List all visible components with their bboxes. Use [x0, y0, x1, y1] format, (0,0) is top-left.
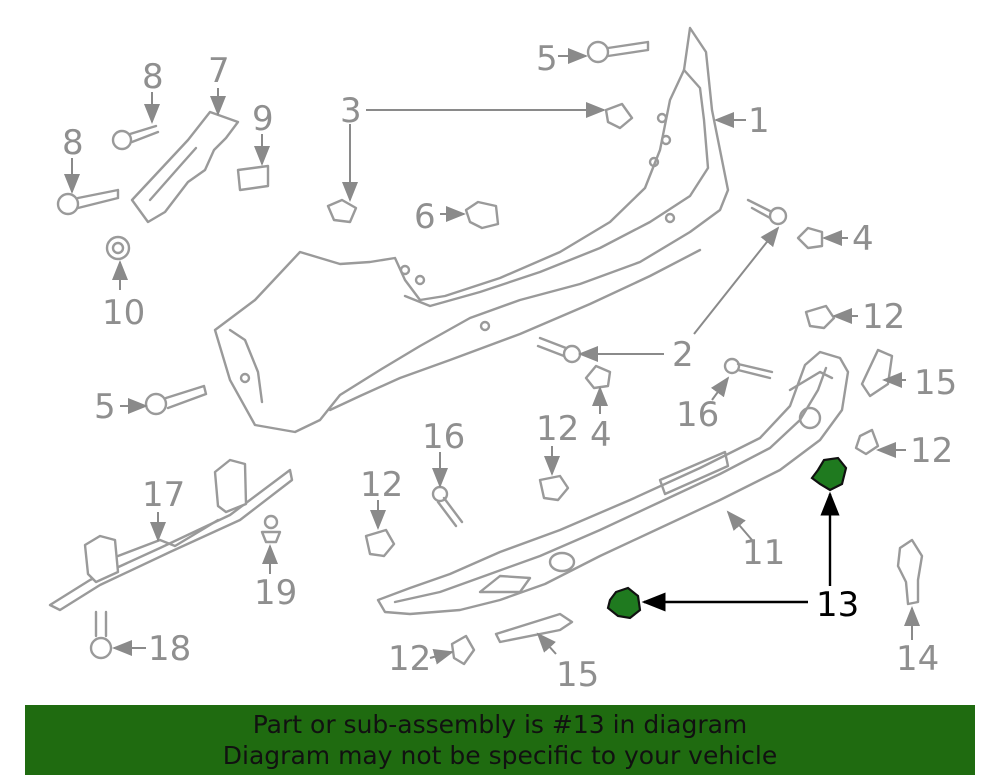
leader-lines-13 — [641, 491, 840, 612]
callout-12: 12 — [360, 465, 403, 505]
fasteners — [56, 40, 924, 666]
bumper-cover-part — [213, 26, 730, 434]
callout-14: 14 — [896, 639, 939, 679]
callout-5: 5 — [94, 387, 116, 427]
leader-lines — [64, 48, 920, 665]
callout-5: 5 — [536, 39, 558, 79]
callout-12: 12 — [536, 409, 579, 449]
callout-8: 8 — [62, 123, 84, 163]
callout-12: 12 — [910, 431, 953, 471]
callout-12: 12 — [388, 639, 431, 679]
pad-part — [236, 164, 270, 192]
callout-4: 4 — [852, 219, 874, 259]
callout-17: 17 — [142, 475, 185, 515]
callout-19: 19 — [254, 573, 297, 613]
callout-labels: 1 5 3 6 7 8 8 9 10 4 2 4 5 16 12 15 12 1… — [62, 39, 957, 695]
callout-7: 7 — [208, 51, 230, 91]
info-banner: Part or sub-assembly is #13 in diagram D… — [25, 705, 975, 775]
callout-16: 16 — [676, 395, 719, 435]
callout-8: 8 — [142, 57, 164, 97]
banner-line-2: Diagram may not be specific to your vehi… — [222, 741, 778, 770]
banner-line-1: Part or sub-assembly is #13 in diagram — [252, 710, 748, 739]
callout-13: 13 — [816, 585, 859, 625]
callout-18: 18 — [148, 629, 191, 669]
callout-11: 11 — [742, 533, 785, 573]
parts-diagram: 1 5 3 6 7 8 8 9 10 4 2 4 5 16 12 15 12 1… — [48, 26, 957, 695]
callout-15: 15 — [914, 363, 957, 403]
callout-1: 1 — [748, 101, 770, 141]
lower-bracket-part — [48, 458, 294, 612]
lower-valance-part — [376, 350, 850, 616]
callout-9: 9 — [252, 99, 274, 139]
callout-16: 16 — [422, 417, 465, 457]
side-bracket-part — [130, 110, 240, 224]
callout-3: 3 — [340, 91, 362, 131]
callout-10: 10 — [102, 293, 145, 333]
callout-6: 6 — [414, 197, 436, 237]
highlighted-part-13 — [606, 456, 848, 620]
callout-4: 4 — [590, 415, 612, 455]
callout-15: 15 — [556, 655, 599, 695]
callout-2: 2 — [672, 335, 694, 375]
callout-12: 12 — [862, 297, 905, 337]
